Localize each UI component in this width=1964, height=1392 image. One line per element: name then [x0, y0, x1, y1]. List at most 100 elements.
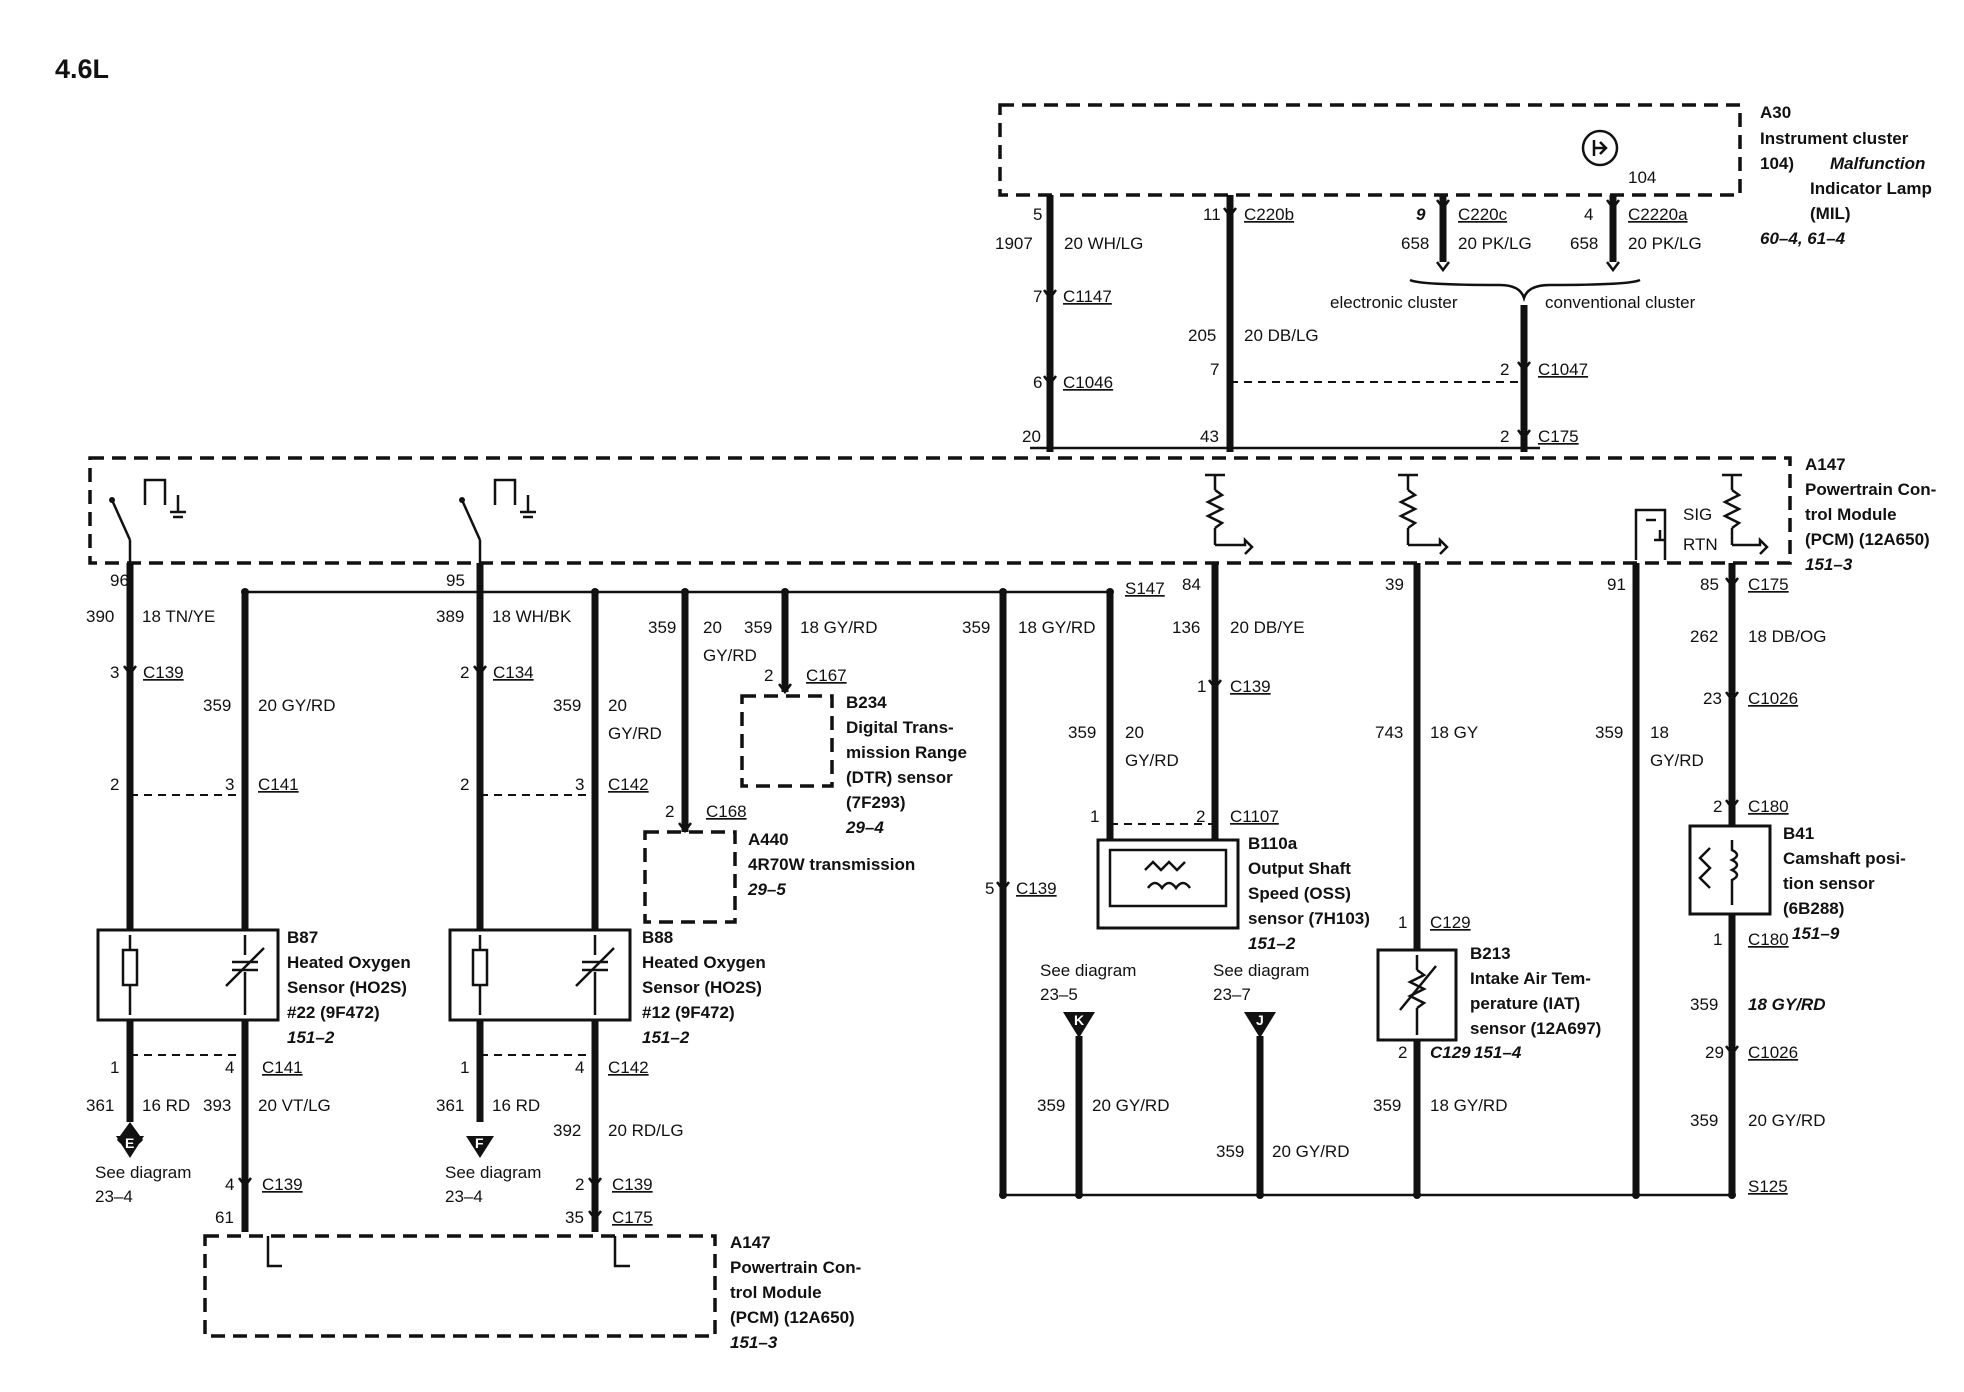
- connector-c220b: C220b: [1244, 205, 1294, 224]
- pcm-rtn-label: RTN: [1683, 535, 1718, 554]
- b87-name-3: #22 (9F472): [287, 1003, 380, 1022]
- b87-sensor-icon: [225, 935, 265, 1015]
- pin-b88-4: 4: [575, 1058, 584, 1077]
- connector-c139-c: C139: [612, 1175, 653, 1194]
- pin-pcm-96: 96: [110, 571, 129, 590]
- ground-k-label: K: [1074, 1012, 1084, 1028]
- circuit-205: 205: [1188, 326, 1216, 345]
- connector-c167: C167: [806, 666, 847, 685]
- b88-name-3: #12 (9F472): [642, 1003, 735, 1022]
- b110a-name-1: Output Shaft: [1248, 859, 1351, 878]
- b41-page: 151–9: [1792, 924, 1840, 943]
- pcm-sig-label: SIG: [1683, 505, 1712, 524]
- circuit-359i: 359: [1690, 1111, 1718, 1130]
- a30-name: Instrument cluster: [1760, 129, 1909, 148]
- circuit-359j: 359: [1216, 1142, 1244, 1161]
- pin-c142-3: 3: [575, 775, 584, 794]
- b110a-page: 151–2: [1248, 934, 1296, 953]
- b234-name-1: Digital Trans-: [846, 718, 954, 737]
- b234-ref: B234: [846, 693, 887, 712]
- pin-a30-5: 5: [1033, 205, 1042, 224]
- c175-top-pin-icon: [1517, 429, 1531, 441]
- pin-c139-1: 1: [1197, 677, 1206, 696]
- c220c-pin-icon: [1436, 199, 1450, 211]
- a147-bottom-name-1: Powertrain Con-: [730, 1258, 861, 1277]
- ho2s-12-heater-switch-icon: [459, 478, 536, 565]
- oss-inner-frame: [1108, 848, 1228, 908]
- gauge-359a: 20 GY/RD: [258, 696, 335, 715]
- c1026-b-pin-icon: [1725, 1045, 1739, 1057]
- color-359b: GY/RD: [608, 724, 662, 743]
- b213-name-2: perature (IAT): [1470, 994, 1580, 1013]
- b110a-ref: B110a: [1248, 834, 1298, 853]
- diagram-title: 4.6L: [55, 54, 109, 84]
- mil-pin-label: 104: [1628, 168, 1656, 187]
- connector-c139-e: C139: [1230, 677, 1271, 696]
- c175-c-pin-icon: [1725, 577, 1739, 589]
- gauge-658a: 20 PK/LG: [1458, 234, 1532, 253]
- circuit-359h: 359: [1690, 995, 1718, 1014]
- mil-lamp-icon: [1581, 129, 1619, 167]
- color-359c: GY/RD: [703, 646, 757, 665]
- see-diagram-f-ref: 23–4: [445, 1187, 483, 1206]
- see-diagram-e-ref: 23–4: [95, 1187, 133, 1206]
- pin-pcm-35: 35: [565, 1208, 584, 1227]
- a147-bottom-name-2: trol Module: [730, 1283, 822, 1302]
- b110a-name-2: Speed (OSS): [1248, 884, 1351, 903]
- pin-c1026-23: 23: [1703, 689, 1722, 708]
- a147-pcm-bottom-box: [203, 1234, 717, 1338]
- a440-page: 29–5: [747, 880, 786, 899]
- circuit-359e: 359: [962, 618, 990, 637]
- gauge-205: 20 DB/LG: [1244, 326, 1319, 345]
- b88-ho2s-12-box: [448, 928, 632, 1022]
- b87-heater-icon: [121, 935, 139, 1015]
- circuit-392: 392: [553, 1121, 581, 1140]
- pin-pcm-20: 20: [1022, 427, 1041, 446]
- a147-bottom-page: 151–3: [730, 1333, 778, 1352]
- gauge-359l: 18 GY/RD: [1430, 1096, 1507, 1115]
- b41-name-1: Camshaft posi-: [1783, 849, 1906, 868]
- s125-node-3: [1256, 1191, 1264, 1199]
- b87-ho2s-22-box: [96, 928, 280, 1022]
- connector-c180-b: C180: [1748, 930, 1789, 949]
- connector-c1107: C1107: [1230, 807, 1279, 826]
- circuit-390: 390: [86, 607, 114, 626]
- b213-ref: B213: [1470, 944, 1511, 963]
- circuit-389: 389: [436, 607, 464, 626]
- cluster-option-brace: [1409, 278, 1641, 303]
- oss-sensor-icon: [1144, 860, 1192, 891]
- a440-ref: A440: [748, 830, 789, 849]
- circuit-658a: 658: [1401, 234, 1429, 253]
- b234-dtr-box: [740, 694, 834, 788]
- c220b-pin-icon: [1223, 207, 1237, 219]
- b110a-name-3: sensor (7H103): [1248, 909, 1370, 928]
- gauge-359i: 20 GY/RD: [1748, 1111, 1825, 1130]
- c220c-end-icon: [1436, 261, 1450, 273]
- gauge-658b: 20 PK/LG: [1628, 234, 1702, 253]
- a147-bottom-name-3: (PCM) (12A650): [730, 1308, 855, 1327]
- pin-a30-11: 11: [1203, 205, 1221, 224]
- a147-bottom-ref: A147: [730, 1233, 771, 1252]
- cmp-sensor-icon: [1698, 840, 1739, 905]
- color-359g: GY/RD: [1650, 751, 1704, 770]
- pin-c180-1: 1: [1713, 930, 1722, 949]
- c180-a-pin-icon: [1725, 799, 1739, 811]
- pin-c129-1: 1: [1398, 913, 1407, 932]
- splice-s147: S147: [1125, 579, 1165, 598]
- pin-pcm-85: 85: [1700, 575, 1719, 594]
- c139-b-pin-icon: [238, 1177, 252, 1189]
- pin-pcm-84: 84: [1182, 575, 1201, 594]
- connector-c141-b: C141: [262, 1058, 303, 1077]
- ground-e-label: E: [125, 1135, 134, 1151]
- gauge-359h: 18 GY/RD: [1748, 995, 1825, 1014]
- connector-c175-top: C175: [1538, 427, 1579, 446]
- gauge-1907: 20 WH/LG: [1064, 234, 1143, 253]
- pin-c1147-7: 7: [1033, 287, 1042, 306]
- a440-transmission-box: [643, 830, 737, 924]
- b234-page: 29–4: [845, 818, 884, 837]
- c1147-pin-icon: [1043, 289, 1057, 301]
- circuit-1907: 1907: [995, 234, 1033, 253]
- circuit-136: 136: [1172, 618, 1200, 637]
- pin-c129-2: 2: [1398, 1043, 1407, 1062]
